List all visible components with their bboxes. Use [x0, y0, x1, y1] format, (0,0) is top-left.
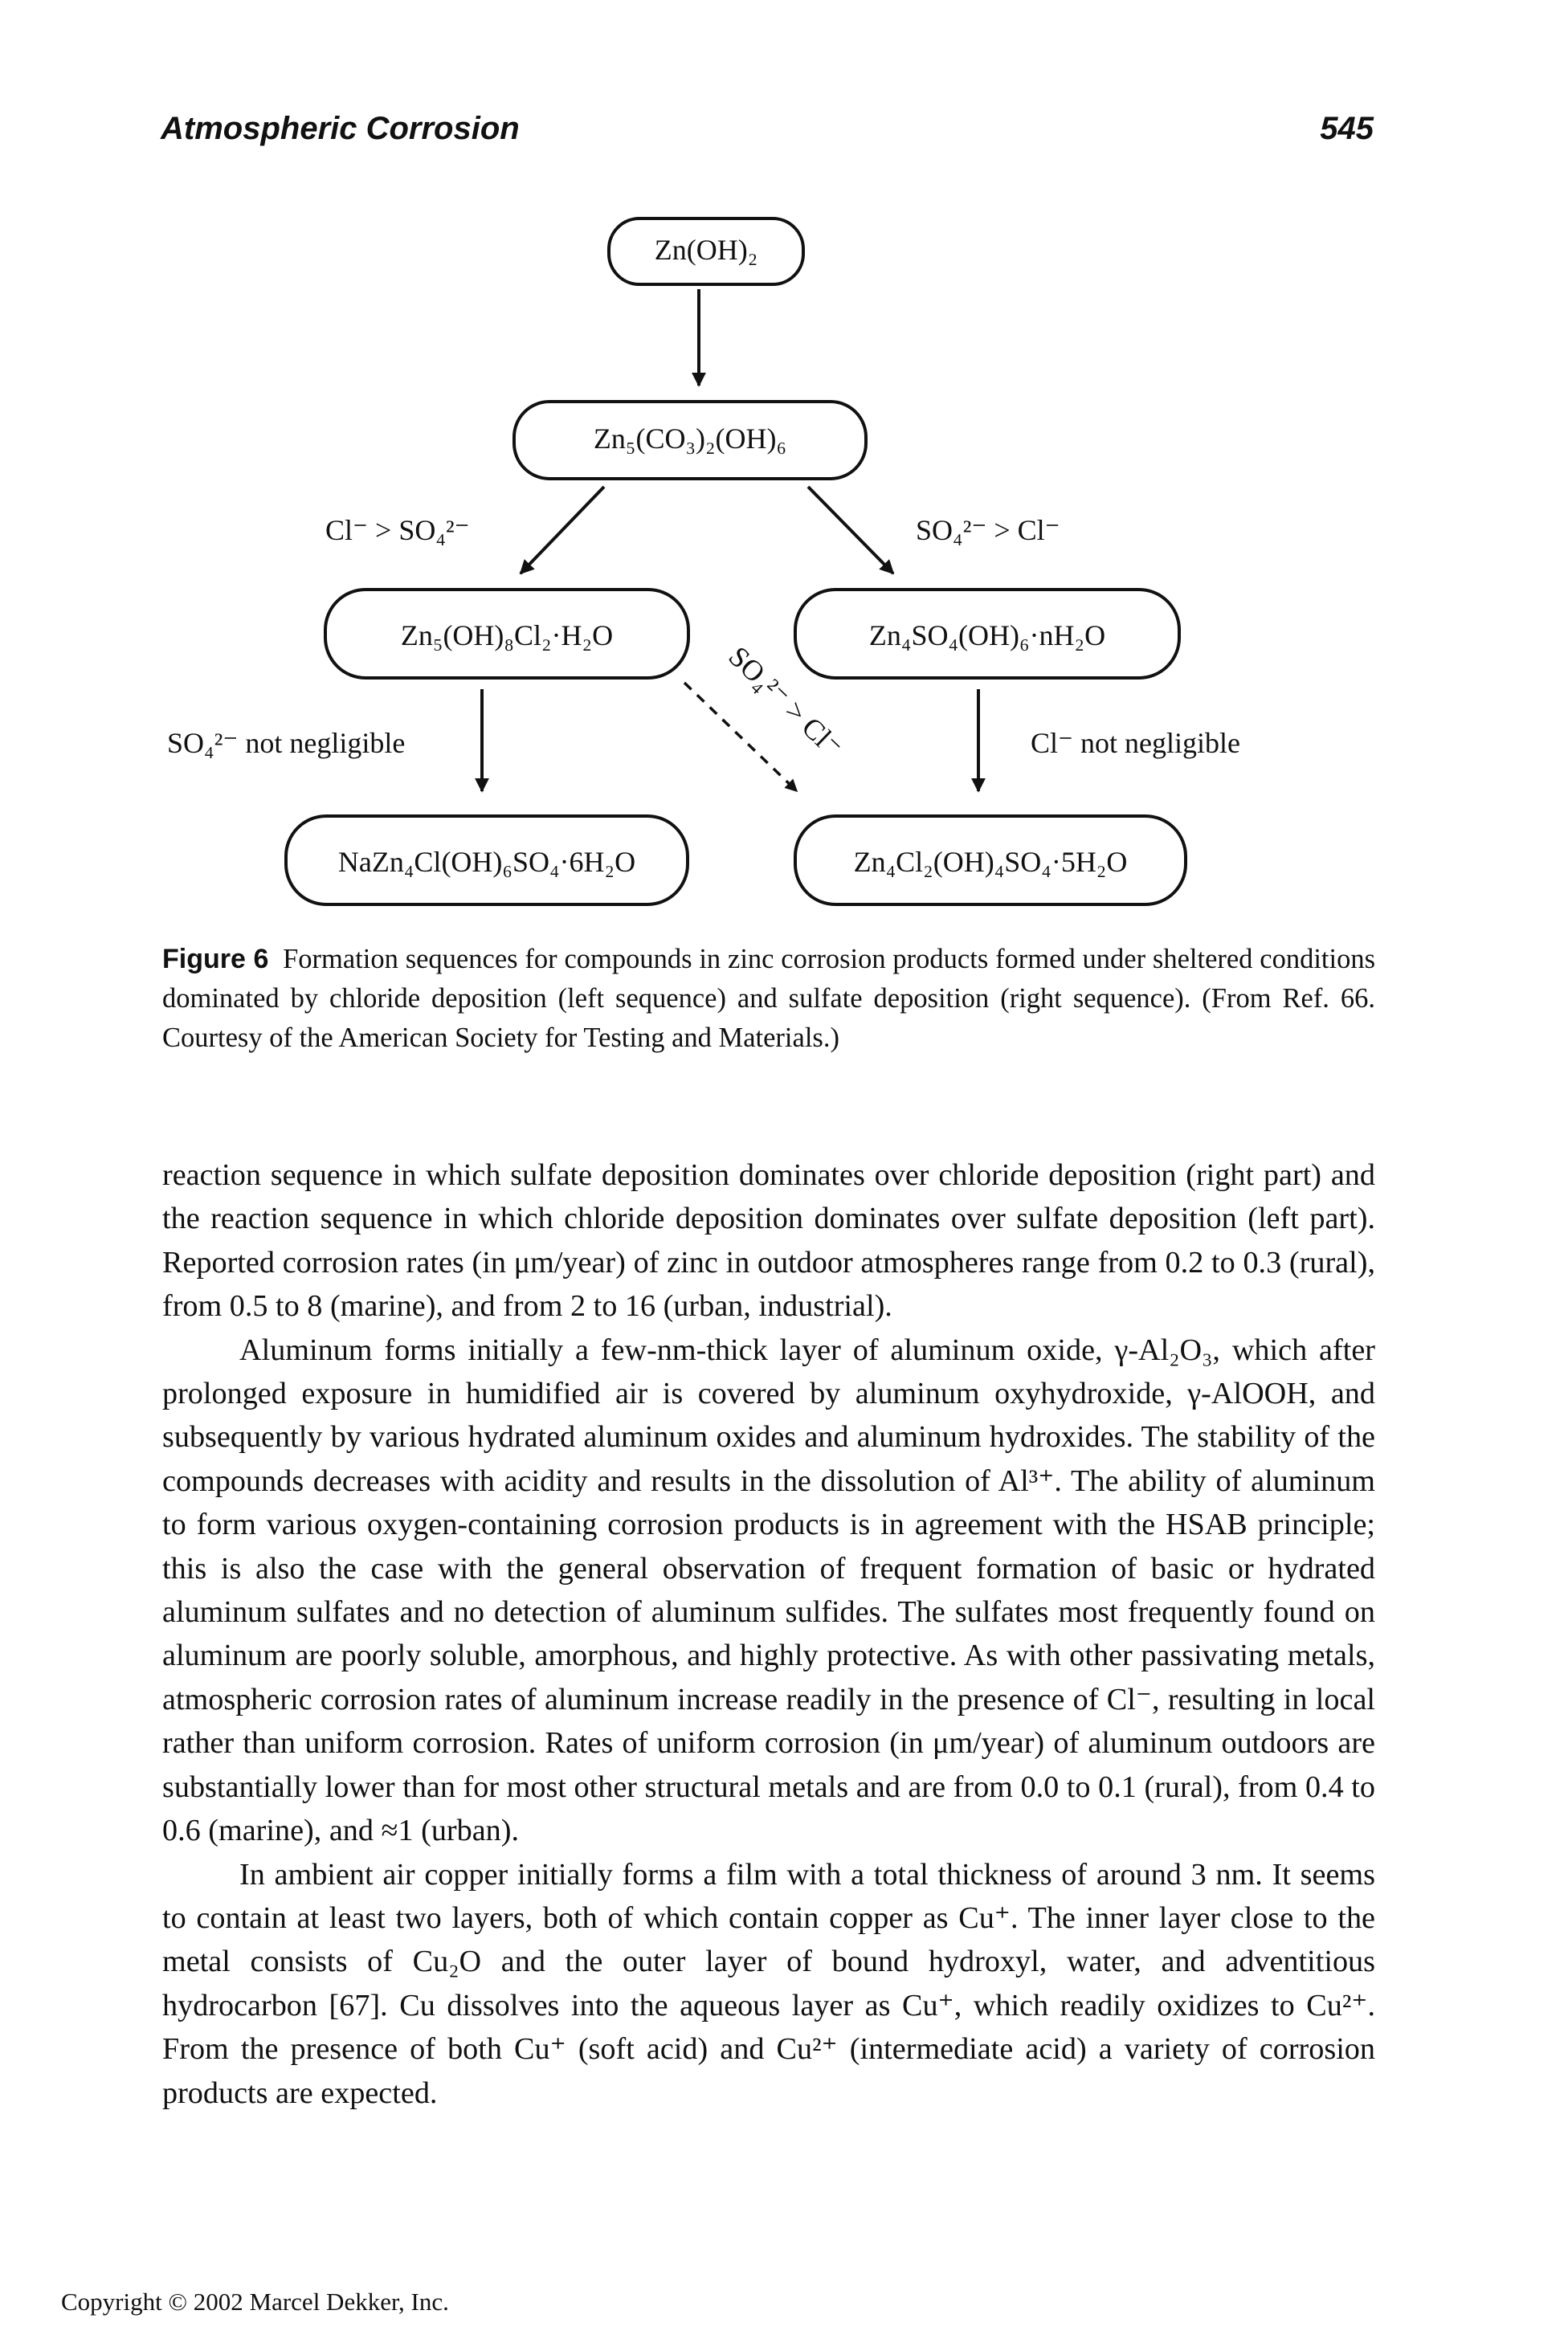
label-diagonal: SO₄²⁻ > Cl⁻ — [722, 640, 848, 764]
svg-text:Zn₅(OH)₈Cl₂·H₂O: Zn₅(OH)₈Cl₂·H₂O — [401, 619, 613, 651]
node-zn-hydroxide: Zn(OH)₂ — [607, 217, 805, 286]
running-head-title: Atmospheric Corrosion — [161, 111, 520, 146]
label-right-branch: SO₄²⁻ > Cl⁻ — [916, 514, 1060, 546]
node-zn-chloride-sulfate: Zn₄Cl₂(OH)₄SO₄·5H₂O — [794, 814, 1187, 906]
label-left-branch: Cl⁻ > SO₄²⁻ — [325, 514, 470, 546]
svg-text:Zn(OH)₂: Zn(OH)₂ — [655, 234, 758, 266]
copyright-footer: Copyright © 2002 Marcel Dekker, Inc. — [61, 2288, 449, 2316]
label-left-down: SO₄²⁻ not negligible — [167, 727, 405, 759]
svg-text:NaZn₄Cl(OH)₆SO₄·6H₂O: NaZn₄Cl(OH)₆SO₄·6H₂O — [338, 846, 635, 878]
zinc-corrosion-diagram: Zn(OH)₂ Zn₅(CO₃)₂(OH)₆ Cl⁻ > SO₄²⁻ SO₄²⁻… — [167, 217, 1240, 906]
label-right-down: Cl⁻ not negligible — [1031, 727, 1240, 759]
paragraph-copper: In ambient air copper initially forms a … — [162, 1857, 1375, 2110]
arrow-mid-to-right — [806, 485, 895, 575]
node-zn-sulfate-hydroxide: Zn₄SO₄(OH)₆·nH₂O — [794, 588, 1181, 680]
svg-text:Zn₅(CO₃)₂(OH)₆: Zn₅(CO₃)₂(OH)₆ — [594, 422, 786, 455]
node-na-zn-chloride-sulfate: NaZn₄Cl(OH)₆SO₄·6H₂O — [284, 814, 689, 906]
arrow-mid-to-left — [519, 485, 606, 575]
svg-text:Zn₄SO₄(OH)₆·nH₂O: Zn₄SO₄(OH)₆·nH₂O — [869, 619, 1105, 651]
body-text: reaction sequence in which sulfate depos… — [162, 1153, 1375, 2115]
svg-text:Zn₄Cl₂(OH)₄SO₄·5H₂O: Zn₄Cl₂(OH)₄SO₄·5H₂O — [854, 846, 1128, 878]
figure-caption-text: Formation sequences for compounds in zin… — [162, 944, 1376, 1053]
running-head: Atmospheric Corrosion 545 — [161, 111, 1374, 159]
paragraph-aluminum: Aluminum forms initially a few-nm-thick … — [162, 1333, 1375, 1848]
arrow-diagonal-dashed — [683, 681, 798, 793]
page-number: 545 — [1320, 111, 1374, 146]
paragraph-zinc: reaction sequence in which sulfate depos… — [162, 1158, 1375, 1324]
node-zn-carbonate-hydroxide: Zn₅(CO₃)₂(OH)₆ — [512, 400, 868, 480]
figure-caption: Figure 6 Formation sequences for compoun… — [162, 940, 1375, 1058]
node-zn-chloride-hydroxide: Zn₅(OH)₈Cl₂·H₂O — [324, 588, 690, 680]
figure-label: Figure 6 — [162, 944, 269, 974]
